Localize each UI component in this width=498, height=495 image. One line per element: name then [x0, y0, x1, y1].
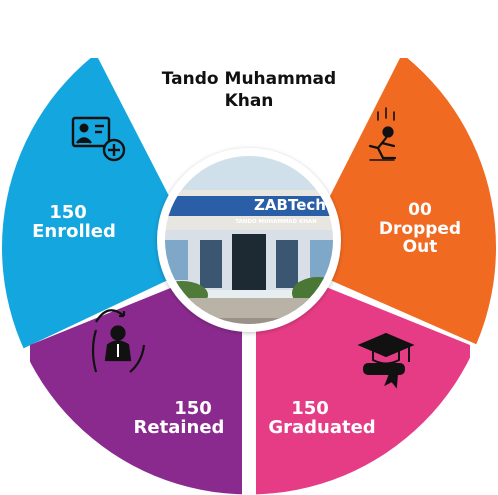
enrolled-value: 150 — [49, 202, 87, 223]
enrolled-icon — [71, 116, 126, 162]
enrolled-label: Enrolled — [32, 221, 116, 242]
center-title-line1: Tando Muhammad — [162, 69, 336, 89]
sign-text: ZABTech — [254, 196, 326, 214]
segment-dropped — [329, 58, 496, 345]
dropped-icon — [368, 107, 397, 161]
retained-value: 150 — [174, 398, 212, 419]
dropped-label-line1: Dropped — [379, 219, 461, 239]
graduated-icon — [357, 332, 415, 389]
dropped-value: 00 — [408, 200, 432, 220]
segment-enrolled — [2, 58, 170, 350]
sign-subtext: TANDO MUHAMMAD KHAN — [235, 219, 317, 225]
graduated-value: 150 — [291, 398, 329, 419]
retained-icon — [91, 309, 146, 373]
center-title-line2: Khan — [225, 91, 274, 111]
dropped-label-line2: Out — [403, 237, 438, 257]
retained-label: Retained — [134, 417, 225, 438]
graduated-label: Graduated — [268, 417, 375, 438]
